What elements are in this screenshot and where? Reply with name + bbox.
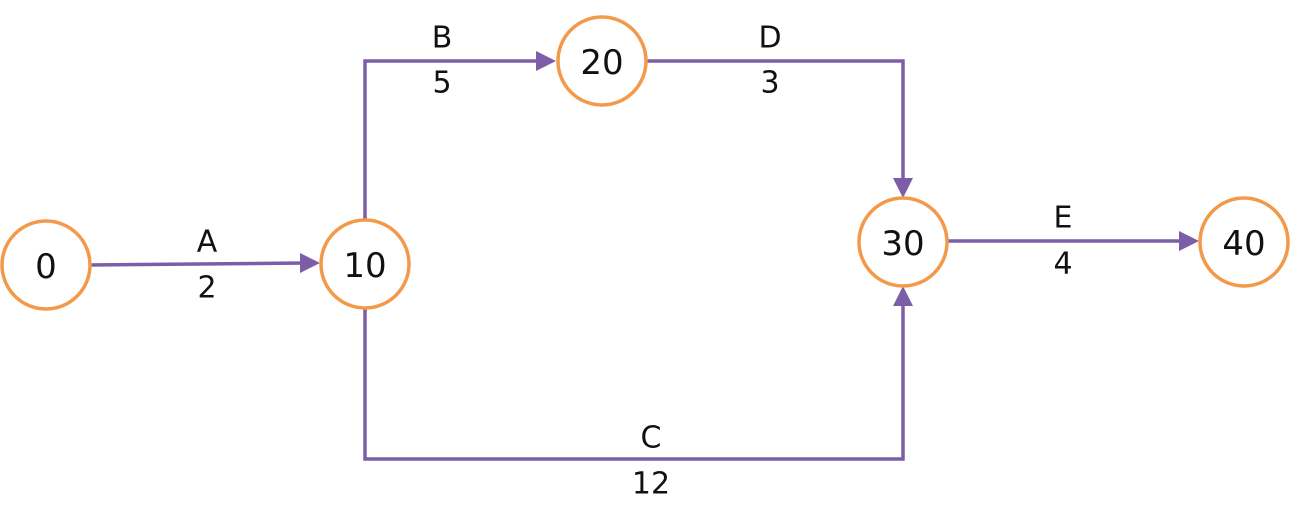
node-40-circle xyxy=(1198,196,1290,288)
edge-D-arrowhead xyxy=(893,178,913,198)
node-40: 40 xyxy=(1198,196,1290,288)
edge-C-line xyxy=(363,302,905,461)
node-20-label: 20 xyxy=(580,43,623,83)
node-0-circle xyxy=(0,219,92,311)
edge-E-duration: 4 xyxy=(1053,247,1072,282)
node-30-circle xyxy=(857,196,949,288)
node-30: 30 xyxy=(857,196,949,288)
edge-A-line xyxy=(89,261,306,267)
edge-A-duration: 2 xyxy=(197,271,216,306)
edge-A: A 2 xyxy=(89,225,320,306)
edge-A-arrowhead xyxy=(300,253,320,273)
edge-C-name: C xyxy=(641,421,662,456)
edge-C-duration: 12 xyxy=(632,467,670,502)
edge-D-line xyxy=(646,59,905,182)
edge-E-arrowhead xyxy=(1179,231,1199,251)
edge-B-arrowhead xyxy=(536,51,556,71)
node-10-circle xyxy=(319,218,411,310)
edge-B-duration: 5 xyxy=(432,66,451,101)
edge-C: C 12 xyxy=(363,286,913,502)
edge-A-name: A xyxy=(197,225,218,260)
node-40-label: 40 xyxy=(1222,224,1265,264)
node-0: 0 xyxy=(0,219,92,311)
node-30-label: 30 xyxy=(881,224,924,264)
node-0-label: 0 xyxy=(35,247,57,287)
edge-E: E 4 xyxy=(947,201,1199,282)
edge-D: D 3 xyxy=(646,21,913,198)
edge-B: B 5 xyxy=(363,21,556,220)
edge-C-arrowhead xyxy=(893,286,913,306)
node-10-label: 10 xyxy=(343,246,386,286)
edge-B-name: B xyxy=(432,21,453,56)
node-20-circle xyxy=(556,15,648,107)
edge-E-name: E xyxy=(1054,201,1073,236)
edge-D-duration: 3 xyxy=(760,66,779,101)
edge-B-line xyxy=(363,59,540,220)
edge-D-name: D xyxy=(758,21,781,56)
node-20: 20 xyxy=(556,15,648,107)
node-10: 10 xyxy=(319,218,411,310)
